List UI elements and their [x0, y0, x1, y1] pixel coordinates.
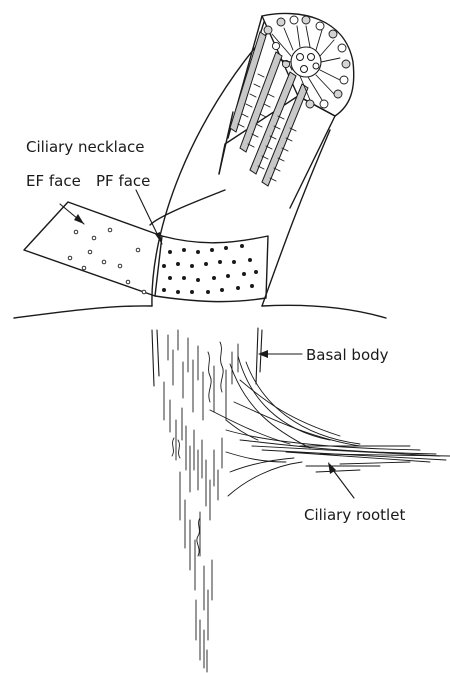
basal-body-label: Basal body: [306, 346, 389, 364]
horizontal-rootlet-fibers: [210, 356, 450, 496]
ciliary-necklace-label: Ciliary necklace: [26, 138, 144, 156]
ciliary-necklace-plate: [24, 202, 268, 302]
central-pair: [291, 47, 321, 77]
microtubule-doublets: [230, 32, 308, 186]
ef-face-label: EF face: [26, 172, 81, 190]
pf-face-particles: [162, 244, 258, 294]
ciliary-rootlet-label: Ciliary rootlet: [304, 506, 405, 524]
axoneme-cross-section: [219, 13, 354, 208]
pf-face-label: PF face: [96, 172, 150, 190]
ef-face-pits: [68, 228, 146, 294]
cell-surface: [14, 305, 386, 318]
callout-lines: [60, 190, 354, 498]
vertical-rootlet-fibers: [164, 330, 238, 672]
